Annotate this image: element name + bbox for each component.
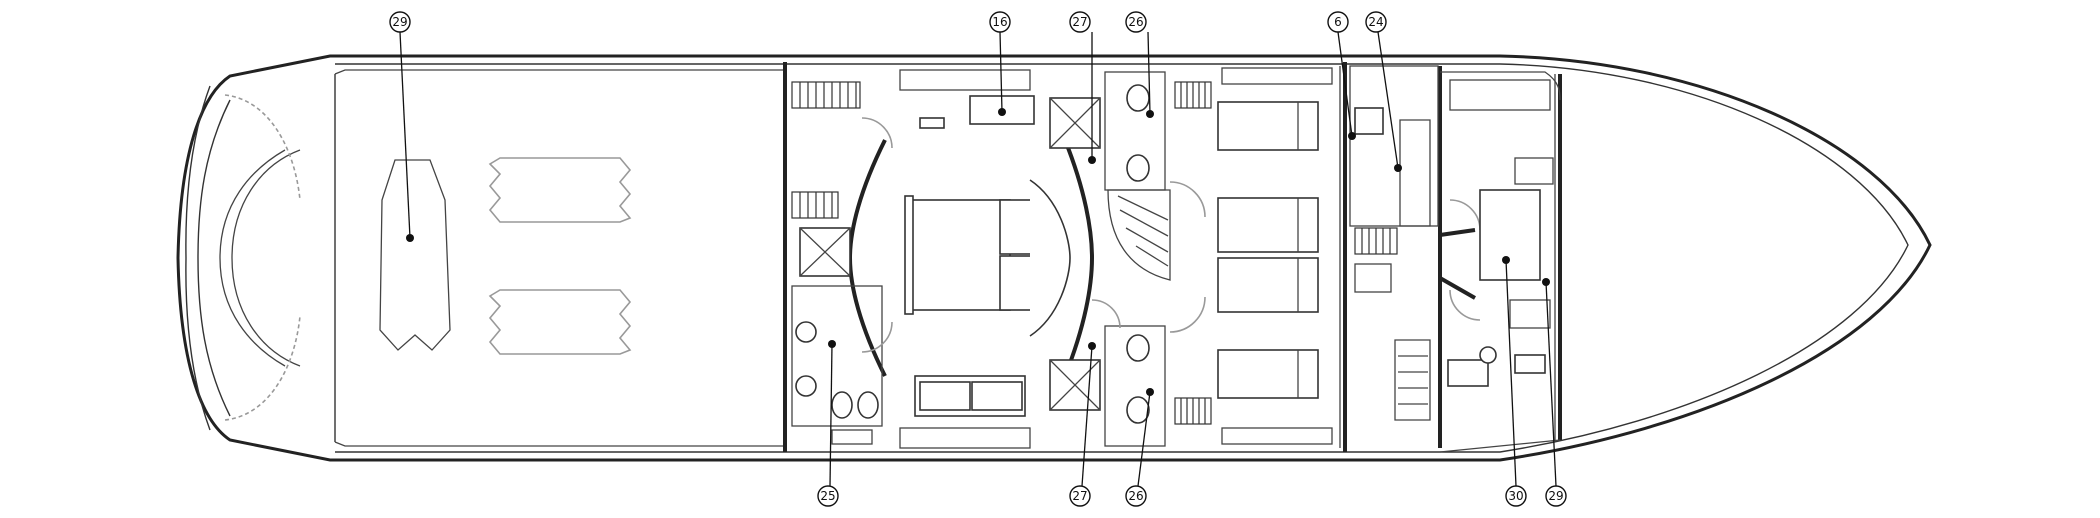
- callout-label: 30: [1508, 489, 1523, 503]
- callout-circle: [1505, 485, 1527, 507]
- callout-label: 25: [820, 489, 835, 503]
- bulkheads: [783, 62, 1562, 452]
- callout-circle: [1125, 485, 1147, 507]
- callouts: 29 16 27 26 6 24 25 27: [389, 11, 1567, 507]
- callout-circle: [1365, 11, 1387, 33]
- stern-seating: [219, 94, 301, 421]
- callout-circle: [1545, 485, 1567, 507]
- callout-circle: [1069, 11, 1091, 33]
- callout-circle: [1069, 485, 1091, 507]
- master-bath: [791, 285, 883, 445]
- callout-label: 24: [1368, 15, 1383, 29]
- callout-label: 26: [1128, 489, 1143, 503]
- callout-label: 27: [1072, 15, 1087, 29]
- callout-circle: [817, 485, 839, 507]
- callout-label: 29: [392, 15, 407, 29]
- callout-circle: [389, 11, 411, 33]
- sunpads: [488, 157, 632, 355]
- guest-heads: [1104, 71, 1171, 447]
- callout-label: 27: [1072, 489, 1087, 503]
- callout-circle: [989, 11, 1011, 33]
- callout-circle: [1327, 11, 1349, 33]
- callout-circle: [1125, 11, 1147, 33]
- showers: [799, 97, 1101, 411]
- callout-label: 29: [1548, 489, 1563, 503]
- callout-label: 16: [992, 15, 1007, 29]
- callout-label: 6: [1334, 15, 1342, 29]
- guest-cabins: [1217, 67, 1333, 445]
- callout-label: 26: [1128, 15, 1143, 29]
- foredeck: [1439, 74, 1561, 453]
- wardrobes: [791, 81, 1212, 425]
- crew-area: [1349, 65, 1561, 421]
- door-swings: [861, 117, 1481, 353]
